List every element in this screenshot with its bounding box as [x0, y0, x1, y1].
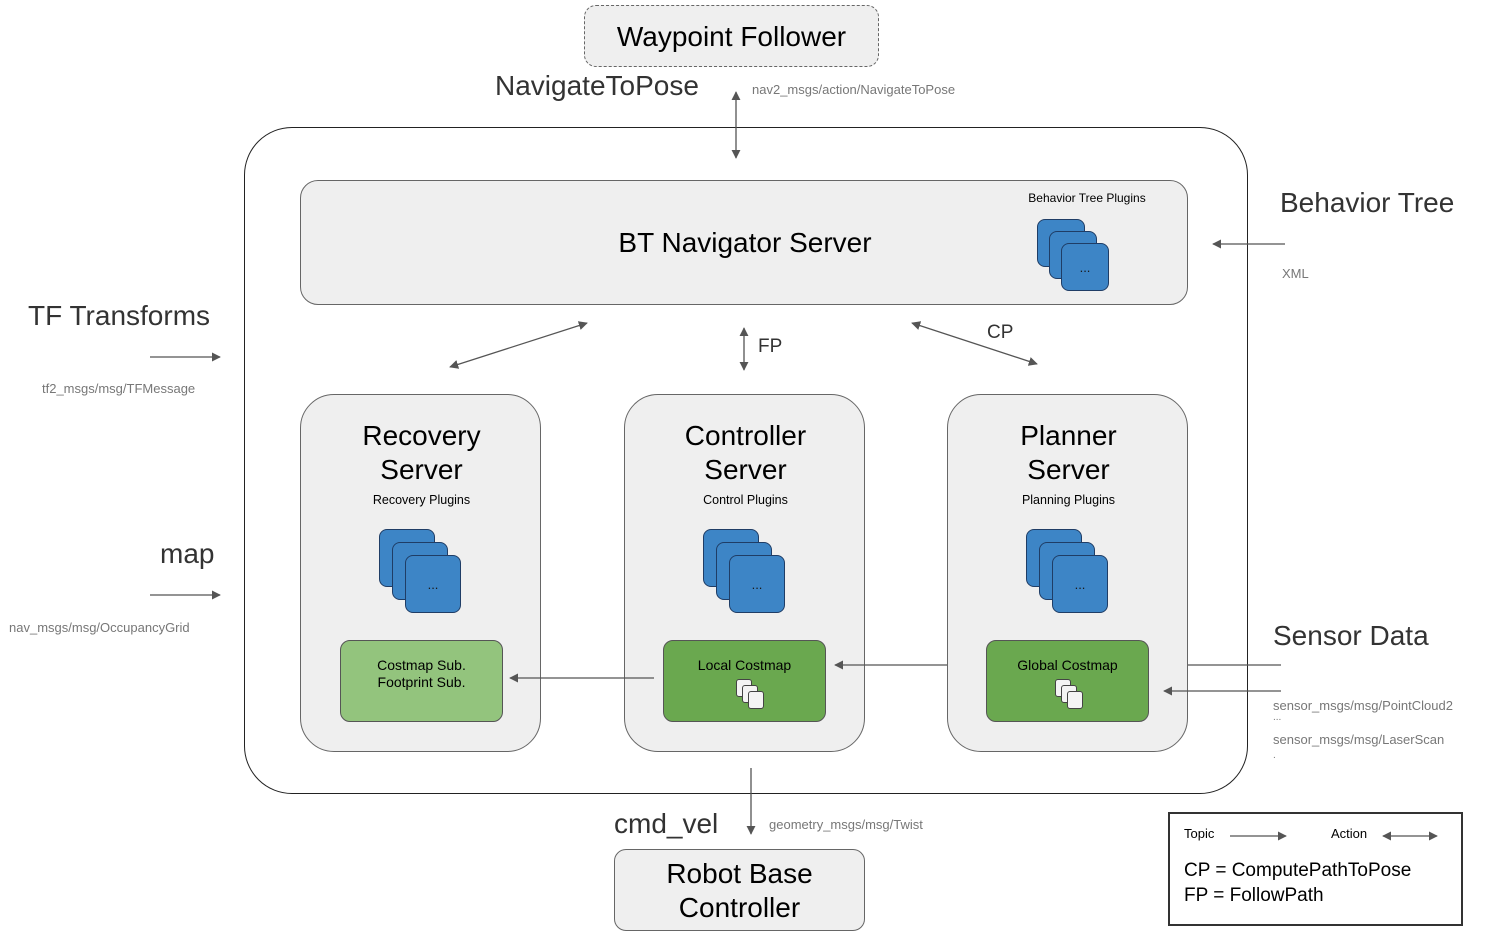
controller-plugin-stack: ... — [703, 529, 793, 619]
local-costmap-box: Local Costmap — [663, 640, 826, 722]
behavior-tree-label: Behavior Tree — [1280, 187, 1455, 218]
bt-navigator-title: BT Navigator Server — [618, 227, 872, 258]
layers-icon — [1055, 679, 1089, 713]
legend-fp-definition: FP = FollowPath — [1184, 885, 1324, 906]
costmap-sub-text: Costmap Sub. Footprint Sub. — [377, 657, 466, 690]
tf-transforms-label: TF Transforms — [28, 300, 211, 331]
plugin-ellipsis: ... — [1074, 576, 1086, 592]
bt-plugins-label: Behavior Tree Plugins — [1028, 191, 1146, 205]
legend-action-label: Action — [1331, 826, 1368, 841]
navigate-to-pose-msg: nav2_msgs/action/NavigateToPose — [752, 82, 956, 97]
sensor-data-label: Sensor Data — [1273, 620, 1429, 651]
robot-base-controller: Robot Base Controller — [614, 849, 865, 931]
bt-recovery-arrow — [449, 321, 588, 369]
global-costmap-text: Global Costmap — [1017, 657, 1118, 673]
navigate-to-pose-label: NavigateToPose — [495, 70, 699, 101]
control-plugins-label: Control Plugins — [703, 493, 788, 507]
plugin-ellipsis: ... — [1079, 259, 1091, 275]
behavior-tree-msg: XML — [1282, 266, 1309, 281]
plugin-card-icon: ... — [729, 555, 785, 613]
plugin-ellipsis: ... — [427, 576, 439, 592]
recovery-server-title: Recovery Server — [362, 420, 481, 485]
planner-plugin-stack: ... — [1026, 529, 1116, 619]
fp-label: FP — [758, 336, 783, 357]
legend-topic-label: Topic — [1184, 826, 1215, 841]
bt-navigator-server: BT Navigator Server Behavior Tree Plugin… — [300, 180, 1188, 305]
map-msg: nav_msgs/msg/OccupancyGrid — [9, 620, 190, 635]
bt-plugin-stack: ... — [1037, 219, 1117, 295]
plugin-ellipsis: ... — [751, 576, 763, 592]
bt-planner-arrow — [911, 321, 1038, 366]
cmd-vel-msg: geometry_msgs/msg/Twist — [769, 817, 923, 832]
recovery-server: Recovery Server Recovery Plugins ... Cos… — [300, 394, 541, 752]
waypoint-follower-title: Waypoint Follower — [616, 21, 847, 52]
costmap-sub-box: Costmap Sub. Footprint Sub. — [340, 640, 503, 722]
plugin-card-icon: ... — [1061, 243, 1109, 291]
recovery-plugin-stack: ... — [379, 529, 469, 619]
robot-base-controller-title: Robot Base Controller — [666, 858, 813, 923]
legend-cp-definition: CP = ComputePathToPose — [1184, 860, 1412, 881]
sensor-msg-dot: . — [1273, 750, 1276, 761]
local-costmap-text: Local Costmap — [697, 657, 792, 673]
planner-server-title: Planner Server — [1020, 420, 1117, 485]
tf-transforms-msg: tf2_msgs/msg/TFMessage — [42, 381, 196, 396]
sensor-msg-laserscan: sensor_msgs/msg/LaserScan — [1273, 732, 1445, 747]
cmd-vel-label: cmd_vel — [614, 808, 719, 839]
controller-server: Controller Server Control Plugins ... Lo… — [624, 394, 865, 752]
map-label: map — [160, 538, 215, 569]
layers-icon — [736, 679, 770, 713]
plugin-card-icon: ... — [405, 555, 461, 613]
global-costmap-box: Global Costmap — [986, 640, 1149, 722]
waypoint-follower-node: Waypoint Follower — [584, 5, 879, 67]
recovery-plugins-label: Recovery Plugins — [372, 493, 471, 507]
planning-plugins-label: Planning Plugins — [1021, 493, 1116, 507]
plugin-card-icon: ... — [1052, 555, 1108, 613]
sensor-msg-dots: ... — [1273, 712, 1282, 723]
planner-server: Planner Server Planning Plugins ... Glob… — [947, 394, 1188, 752]
legend: Topic Action CP = ComputePathToPose FP =… — [1168, 812, 1463, 926]
controller-server-title: Controller Server — [684, 420, 807, 485]
sensor-msg-pointcloud: sensor_msgs/msg/PointCloud2 — [1273, 698, 1453, 713]
